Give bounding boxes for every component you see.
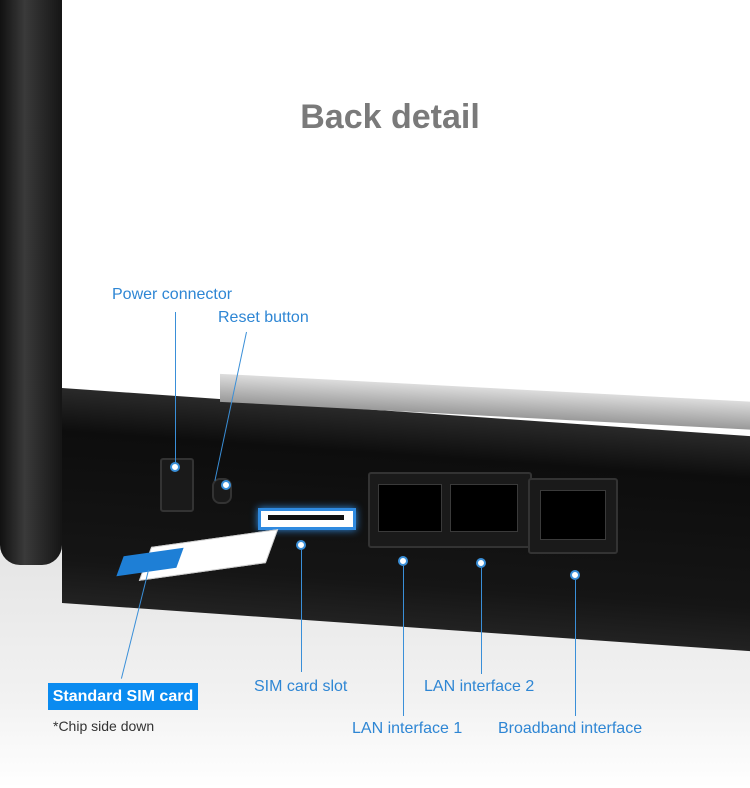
antenna [0, 0, 62, 565]
marker-power [170, 462, 180, 472]
label-lan1: LAN interface 1 [352, 720, 463, 737]
leader-lan2 [481, 568, 482, 674]
label-wan: Broadband interface [498, 720, 643, 737]
wan-port [528, 478, 618, 554]
chip-note: *Chip side down [53, 718, 155, 734]
marker-lan1 [398, 556, 408, 566]
marker-lan2 [476, 558, 486, 568]
label-power: Power connector [112, 286, 233, 303]
sim-card-badge: Standard SIM card [48, 683, 198, 710]
label-lan2: LAN interface 2 [424, 678, 535, 695]
sim-slot [268, 515, 344, 520]
marker-reset [221, 480, 231, 490]
marker-sim-slot [296, 540, 306, 550]
leader-sim-slot [301, 550, 302, 672]
page-title: Back detail [300, 98, 480, 136]
label-reset: Reset button [218, 309, 309, 326]
lan-ports [368, 472, 532, 548]
leader-power [175, 312, 176, 464]
leader-wan [575, 580, 576, 716]
label-sim-slot: SIM card slot [254, 678, 348, 695]
marker-wan [570, 570, 580, 580]
leader-lan1 [403, 566, 404, 716]
